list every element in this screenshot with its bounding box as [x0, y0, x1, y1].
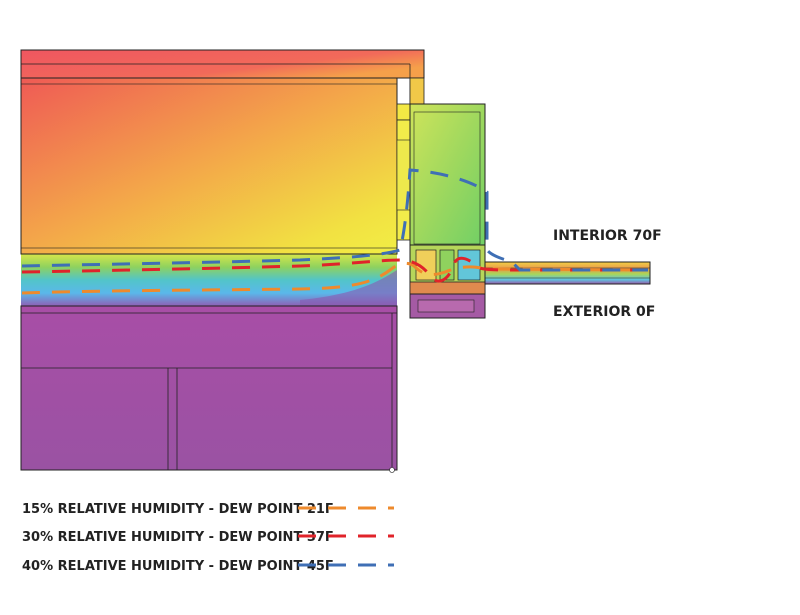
isotherm-15-percent — [21, 261, 649, 295]
exterior-temperature-label: EXTERIOR 0F — [553, 304, 655, 320]
legend-label-15: 15% RELATIVE HUMIDITY - DEW POINT 21F — [22, 502, 334, 517]
isotherm-30-percent — [21, 256, 648, 283]
isotherm-lines — [21, 168, 649, 295]
wall-warm-zone — [20, 77, 411, 255]
isotherm-40-percent — [21, 168, 648, 272]
window-frame — [409, 103, 486, 319]
wall-cold-zone — [20, 305, 398, 473]
legend: 15% RELATIVE HUMIDITY - DEW POINT 21F 30… — [22, 502, 394, 574]
glazing-panel — [484, 261, 651, 285]
top-cap — [20, 49, 425, 105]
legend-label-40: 40% RELATIVE HUMIDITY - DEW POINT 45F — [22, 559, 334, 574]
interior-temperature-label: INTERIOR 70F — [553, 228, 662, 244]
legend-label-30: 30% RELATIVE HUMIDITY - DEW POINT 37F — [22, 530, 334, 545]
